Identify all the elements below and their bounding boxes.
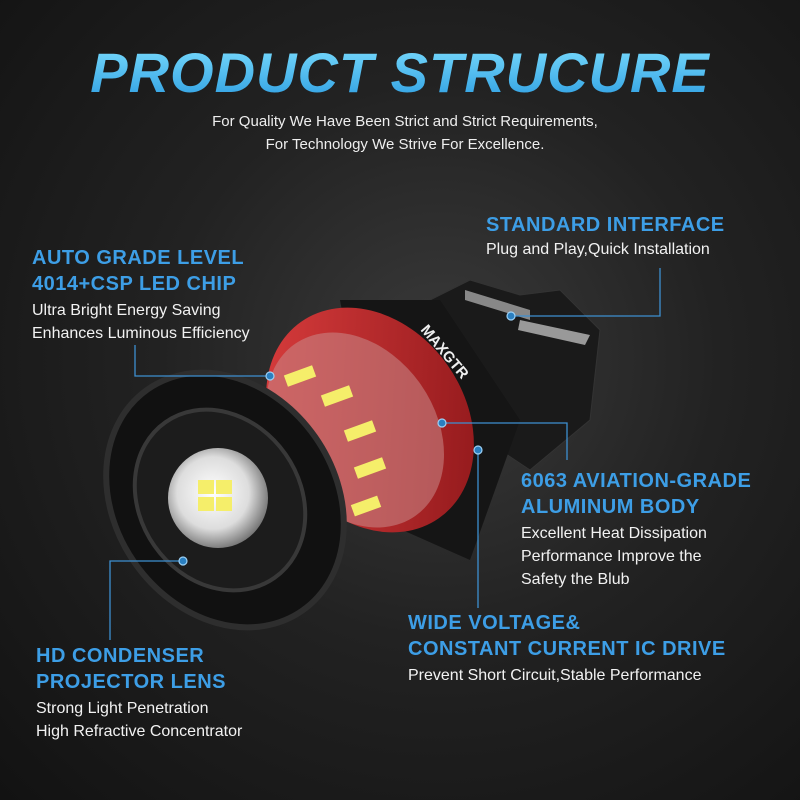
subtitle-line: For Quality We Have Been Strict and Stri… [212,113,598,130]
callout-desc: Excellent Heat Dissipation [521,525,707,542]
callout-title: 6063 AVIATION-GRADE [521,470,752,492]
callout-desc: Strong Light Penetration [36,700,209,717]
led-chips [283,365,387,517]
callout-standard-interface: STANDARD INTERFACE Plug and Play,Quick I… [486,212,725,261]
callout-desc: Enhances Luminous Efficiency [32,325,250,342]
callout-dots [178,311,516,566]
callout-title: STANDARD INTERFACE [486,214,725,236]
callout-led-chip: AUTO GRADE LEVEL 4014+CSP LED CHIP Ultra… [32,245,250,345]
callout-lines [109,268,661,640]
callout-title: ALUMINUM BODY [521,496,700,518]
subtitle-line: For Technology We Strive For Excellence. [265,136,545,153]
callout-title: WIDE VOLTAGE& [408,612,581,634]
callout-title: AUTO GRADE LEVEL [32,247,245,269]
callout-projector-lens: HD CONDENSER PROJECTOR LENS Strong Light… [36,643,242,743]
callout-wide-voltage: WIDE VOLTAGE& CONSTANT CURRENT IC DRIVE … [408,610,726,687]
page-title: PRODUCT STRUCURE [0,40,800,105]
callout-title: HD CONDENSER [36,645,205,667]
callout-title: CONSTANT CURRENT IC DRIVE [408,638,726,660]
callout-desc: Ultra Bright Energy Saving [32,302,221,319]
front-housing [103,369,347,631]
callout-desc: High Refractive Concentrator [36,723,243,740]
callout-desc: Prevent Short Circuit,Stable Performance [408,667,702,684]
callout-title: 4014+CSP LED CHIP [32,273,237,295]
callout-aluminum-body: 6063 AVIATION-GRADE ALUMINUM BODY Excell… [521,468,751,591]
callout-desc: Plug and Play,Quick Installation [486,241,710,258]
callout-desc: Performance Improve the [521,548,702,565]
subtitle: For Quality We Have Been Strict and Stri… [0,110,800,156]
callout-desc: Safety the Blub [521,571,630,588]
callout-title: PROJECTOR LENS [36,671,226,693]
